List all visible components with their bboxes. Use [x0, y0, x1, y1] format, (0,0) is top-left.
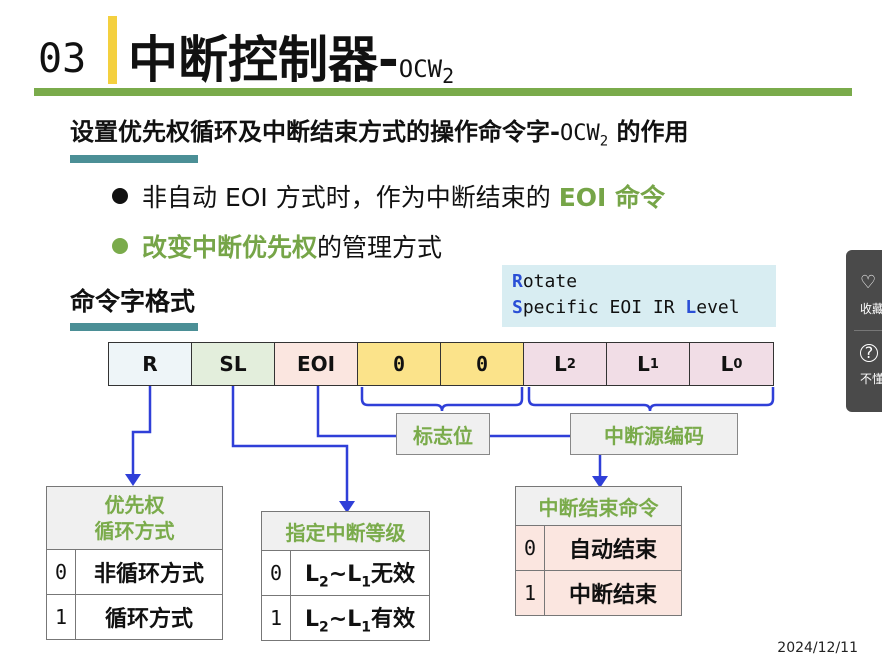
format-label: 命令字格式	[70, 287, 196, 316]
bit-eoi: EOI	[275, 343, 358, 385]
legend-line-1: Rotate	[512, 271, 578, 292]
bit-sl: SL	[192, 343, 275, 385]
eoi-table-header: 中断结束命令	[515, 486, 682, 526]
title-text: 中断控制器-	[128, 31, 399, 89]
legend-box: Rotate Specific EOI IR Level	[502, 265, 776, 327]
side-panel-divider	[854, 330, 882, 331]
priority-table-header: 优先权循环方式	[46, 486, 223, 550]
bullet-dot-icon	[112, 238, 128, 254]
legend-line-2: Specific EOI IR Level	[512, 297, 740, 318]
dont-understand-button-label[interactable]: 不懂	[860, 372, 882, 386]
format-rule	[70, 323, 198, 331]
source-code-label: 中断源编码	[570, 413, 738, 455]
flag-bits-label: 标志位	[396, 413, 490, 455]
favorite-icon[interactable]: ♡	[860, 272, 877, 293]
question-icon[interactable]: ?	[860, 344, 878, 362]
favorite-button-label[interactable]: 收藏	[860, 302, 882, 316]
subtitle-code: OCW2	[559, 121, 609, 150]
bit-r: R	[109, 343, 192, 385]
bit-flag-0b: 0	[441, 343, 524, 385]
bit-flag-0a: 0	[358, 343, 441, 385]
section-number: 03	[38, 36, 87, 82]
title-accent-bar	[108, 16, 117, 84]
bullet-dot-icon	[112, 188, 128, 204]
header-rule	[34, 88, 852, 96]
bullet-1: 非自动 EOI 方式时，作为中断结束的 EOI 命令	[112, 178, 665, 214]
slide-date: 2024/12/11	[777, 640, 858, 656]
side-panel: ♡ 收藏 ? 不懂	[846, 250, 882, 412]
page-title: 中断控制器-OCW2	[128, 20, 454, 92]
bullet-2: 改变中断优先权的管理方式	[112, 228, 442, 264]
title-suffix: OCW2	[398, 55, 455, 88]
subtitle-rule	[70, 155, 198, 163]
level-table-header: 指定中断等级	[261, 511, 430, 551]
subtitle: 设置优先权循环及中断结束方式的操作命令字-OCW2 的作用	[70, 118, 689, 150]
